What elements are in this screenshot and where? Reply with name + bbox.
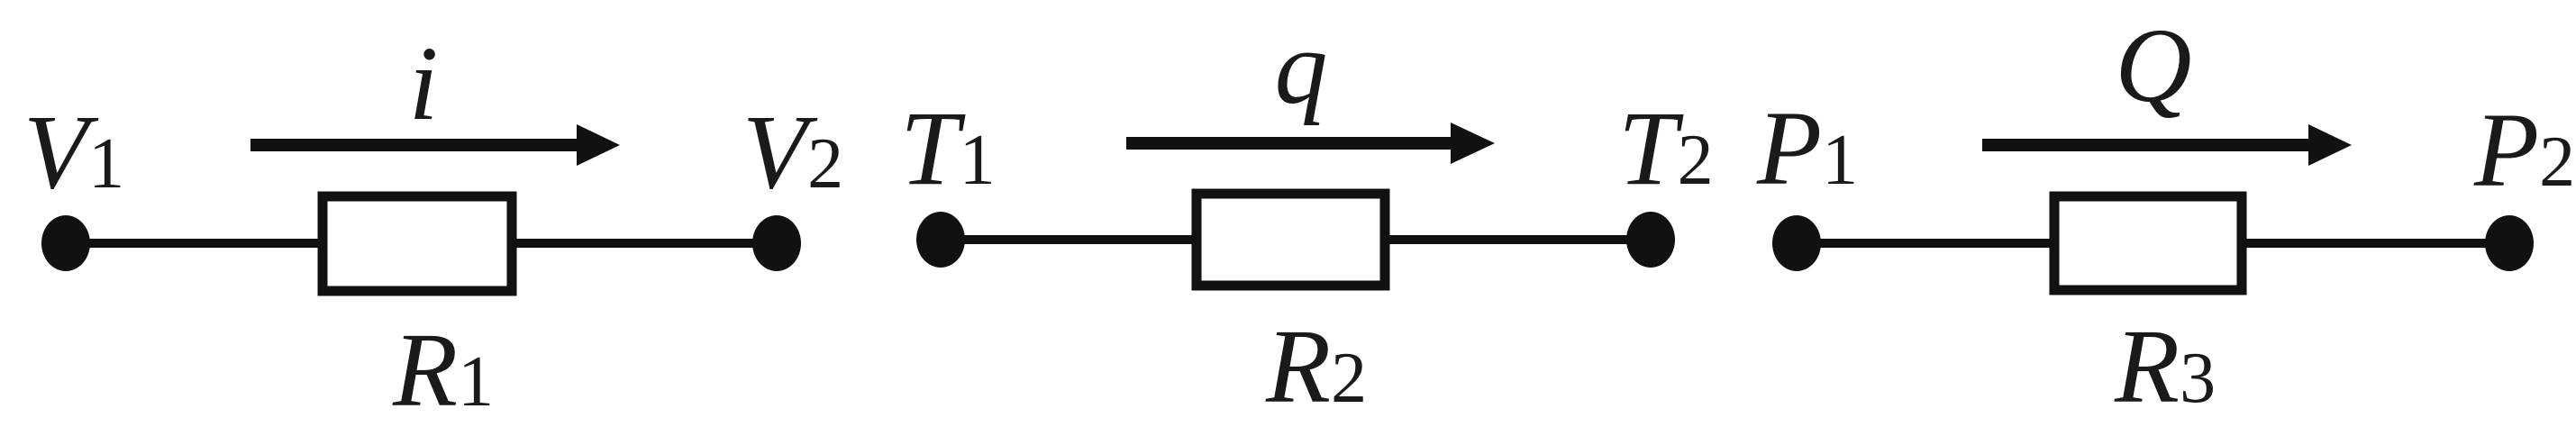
node-dot-right xyxy=(752,215,801,271)
resistor-symbol xyxy=(317,191,517,296)
resistor-symbol xyxy=(1191,188,1390,291)
circuit-2: q T1 T2 R2 xyxy=(900,8,1714,425)
flow-arrow xyxy=(250,124,620,166)
resistor-label-base: R xyxy=(1265,307,1331,425)
node-label-base: T xyxy=(900,89,966,207)
node-label-subscript: 2 xyxy=(1678,121,1714,200)
resistor-label-subscript: 2 xyxy=(1331,339,1367,418)
flow-label: q xyxy=(1275,8,1328,126)
node-dot-left xyxy=(1772,215,1821,271)
node-label-base: V xyxy=(742,93,818,211)
flow-arrow xyxy=(1982,124,2352,166)
node-label-subscript: 1 xyxy=(88,124,124,204)
node-label-right: V2 xyxy=(742,93,843,211)
resistor-label-base: R xyxy=(2114,307,2180,425)
node-label-base: P xyxy=(2473,91,2539,209)
node-dot-right xyxy=(1626,212,1675,268)
resistor-label-subscript: 1 xyxy=(458,342,494,422)
resistor-label: R3 xyxy=(2114,307,2216,425)
node-label-left: T1 xyxy=(900,89,996,207)
node-label-base: V xyxy=(23,93,99,211)
resistor-label-subscript: 3 xyxy=(2180,339,2216,418)
node-dot-left xyxy=(916,212,965,268)
node-label-subscript: 2 xyxy=(2539,123,2575,202)
circuit-1: i V1 V2 R1 xyxy=(23,24,843,429)
node-label-base: T xyxy=(1618,89,1684,207)
flow-arrow xyxy=(1126,123,1495,164)
node-dot-left xyxy=(41,215,90,271)
resistor-label-base: R xyxy=(392,311,458,429)
resistor-label: R1 xyxy=(392,311,494,429)
circuit-3: Q P1 P2 R3 xyxy=(1756,6,2575,425)
flow-label: i xyxy=(409,24,439,142)
node-label-right: P2 xyxy=(2473,91,2575,209)
flow-label: Q xyxy=(2115,6,2191,124)
node-label-subscript: 1 xyxy=(960,121,996,200)
node-label-right: T2 xyxy=(1618,89,1714,207)
node-dot-right xyxy=(2485,215,2534,271)
resistor-label: R2 xyxy=(1265,307,1367,425)
node-label-subscript: 2 xyxy=(807,124,843,204)
node-label-left: P1 xyxy=(1756,89,1858,207)
resistor-symbol xyxy=(2049,191,2247,295)
node-label-base: P xyxy=(1756,89,1822,207)
node-label-subscript: 1 xyxy=(1822,121,1858,200)
node-label-left: V1 xyxy=(23,93,124,211)
